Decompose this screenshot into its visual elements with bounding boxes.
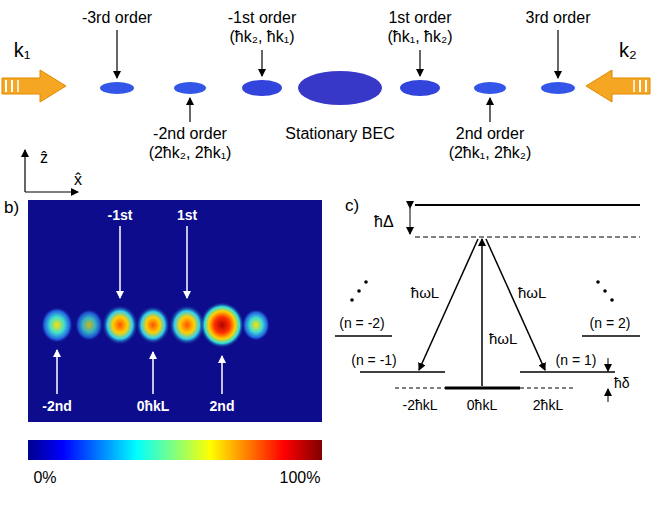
order-label: 2nd order (2ħk₁, 2ħk₂) bbox=[434, 124, 546, 162]
axis-label: ẑ bbox=[40, 148, 48, 167]
continuation-dots bbox=[350, 280, 614, 302]
absorption-image bbox=[28, 200, 322, 422]
photon-energy-label: ħωL bbox=[411, 284, 439, 302]
image-label: -1st bbox=[108, 207, 133, 224]
laser-transitions bbox=[419, 239, 545, 386]
order-label: -3rd order bbox=[82, 8, 152, 27]
leader-arrows bbox=[117, 30, 558, 122]
image-label: 0ħkL bbox=[137, 398, 170, 415]
energy-levels bbox=[335, 205, 640, 402]
image-label: 1st bbox=[177, 207, 197, 224]
colorbar-label: 0% bbox=[33, 468, 56, 487]
colorbar-label: 100% bbox=[280, 468, 321, 487]
image-label: -2nd bbox=[42, 398, 72, 415]
bec-label: Stationary BEC bbox=[285, 124, 394, 143]
laser-beam-k2 bbox=[586, 70, 650, 102]
panel-label: b) bbox=[4, 198, 19, 218]
beam-label: k₂ bbox=[619, 38, 637, 62]
momentum-label: 2ħkL bbox=[533, 397, 563, 414]
level-index-label: (n = 2) bbox=[590, 315, 631, 332]
axis-label: x̂ bbox=[74, 170, 82, 189]
image-arrows bbox=[57, 226, 222, 394]
detuning-label: ħΔ bbox=[374, 212, 394, 231]
level-index-label: (n = -2) bbox=[339, 315, 385, 332]
atom-clouds bbox=[100, 71, 575, 105]
photon-energy-label: ħωL bbox=[518, 284, 546, 302]
axes bbox=[25, 150, 78, 192]
order-label: 3rd order bbox=[526, 8, 591, 27]
momentum-label: -2ħkL bbox=[402, 397, 437, 414]
laser-beam-k1 bbox=[2, 70, 66, 102]
momentum-label: 0ħkL bbox=[467, 397, 497, 414]
beam-label: k₁ bbox=[14, 38, 31, 62]
image-label: 2nd bbox=[210, 398, 235, 415]
photon-energy-label: ħωL bbox=[489, 330, 517, 348]
colorbar bbox=[28, 440, 322, 460]
detuning-label: ħδ bbox=[614, 375, 630, 392]
atom-blobs bbox=[41, 302, 270, 348]
panel-label: c) bbox=[345, 196, 359, 216]
order-label: 1st order (ħk₁, ħk₂) bbox=[374, 8, 466, 46]
level-index-label: (n = -1) bbox=[351, 352, 397, 369]
level-index-label: (n = 1) bbox=[556, 352, 597, 369]
order-label: -1st order (ħk₂, ħk₁) bbox=[216, 8, 308, 46]
order-label: -2nd order (2ħk₂, 2ħk₁) bbox=[134, 124, 246, 162]
